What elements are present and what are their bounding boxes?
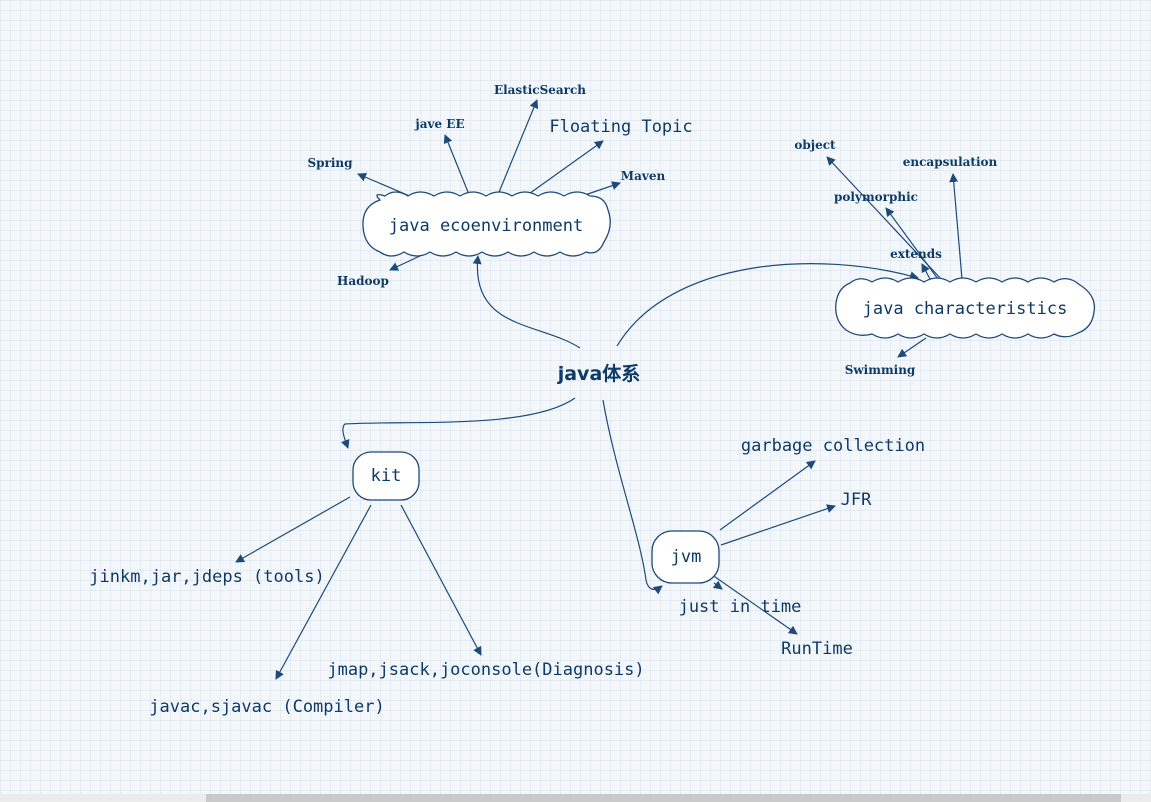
edge-jvm-jit [712,580,723,590]
node-characteristics[interactable]: java characteristics [835,277,1096,339]
edge-char-encapsulation [949,173,963,280]
node-kit[interactable]: kit [352,451,420,501]
leaf-extends[interactable]: extends [890,247,942,261]
leaf-tools[interactable]: jinkm,jar,jdeps (tools) [89,567,324,587]
leaf-polymorphic[interactable]: polymorphic [834,190,918,204]
edge-char-extends [921,263,931,280]
node-characteristics-label: java characteristics [863,299,1068,319]
edge-char-polymorphic [885,207,939,280]
leaf-swimming[interactable]: Swimming [845,363,916,377]
node-ecoenvironment[interactable]: java ecoenvironment [362,191,611,257]
leaf-diagnosis[interactable]: jmap,jsack,joconsole(Diagnosis) [327,660,644,680]
leaf-spring[interactable]: Spring [307,156,353,170]
edge-eco-maven [581,181,621,197]
root-topic[interactable]: java体系 [557,362,641,385]
edge-kit-compiler [275,504,372,680]
edge-eco-elasticsearch [496,99,539,198]
edge-char-object [826,156,943,281]
node-jvm-label: jvm [671,547,702,567]
leaf-compiler[interactable]: javac,sjavac (Compiler) [149,697,384,717]
edge-root-jvm [602,399,663,595]
node-ecoenvironment-label: java ecoenvironment [389,216,583,236]
edge-root-characteristics [616,263,919,347]
leaf-runtime[interactable]: RunTime [781,639,853,659]
edge-jvm-gc [719,460,816,531]
leaf-hadoop[interactable]: Hadoop [337,274,389,288]
edge-eco-hadoop [389,254,423,271]
leaf-just-in-time[interactable]: just in time [679,597,802,617]
leaf-maven[interactable]: Maven [621,169,666,183]
edge-root-kit [340,397,576,449]
leaf-elasticsearch[interactable]: ElasticSearch [494,83,586,97]
edge-kit-tools [235,496,351,563]
edge-jvm-runtime [707,571,798,635]
leaf-encapsulation[interactable]: encapsulation [903,155,998,169]
edge-eco-javeee [443,134,471,198]
horizontal-scrollbar[interactable] [206,794,1121,802]
edge-char-swimming [897,337,927,358]
leaf-jfr[interactable]: JFR [841,490,872,510]
edge-eco-floating [525,140,604,197]
node-kit-label: kit [371,466,402,486]
edge-root-ecoenvironment [472,255,581,349]
leaf-jave-ee[interactable]: jave EE [414,117,464,131]
node-jvm[interactable]: jvm [651,530,720,584]
edge-kit-diagnosis [400,504,482,656]
leaf-object[interactable]: object [794,138,836,152]
edge-jvm-jfr [720,504,836,546]
leaf-floating-topic[interactable]: Floating Topic [549,117,692,137]
leaf-garbage-collection[interactable]: garbage collection [741,436,925,456]
